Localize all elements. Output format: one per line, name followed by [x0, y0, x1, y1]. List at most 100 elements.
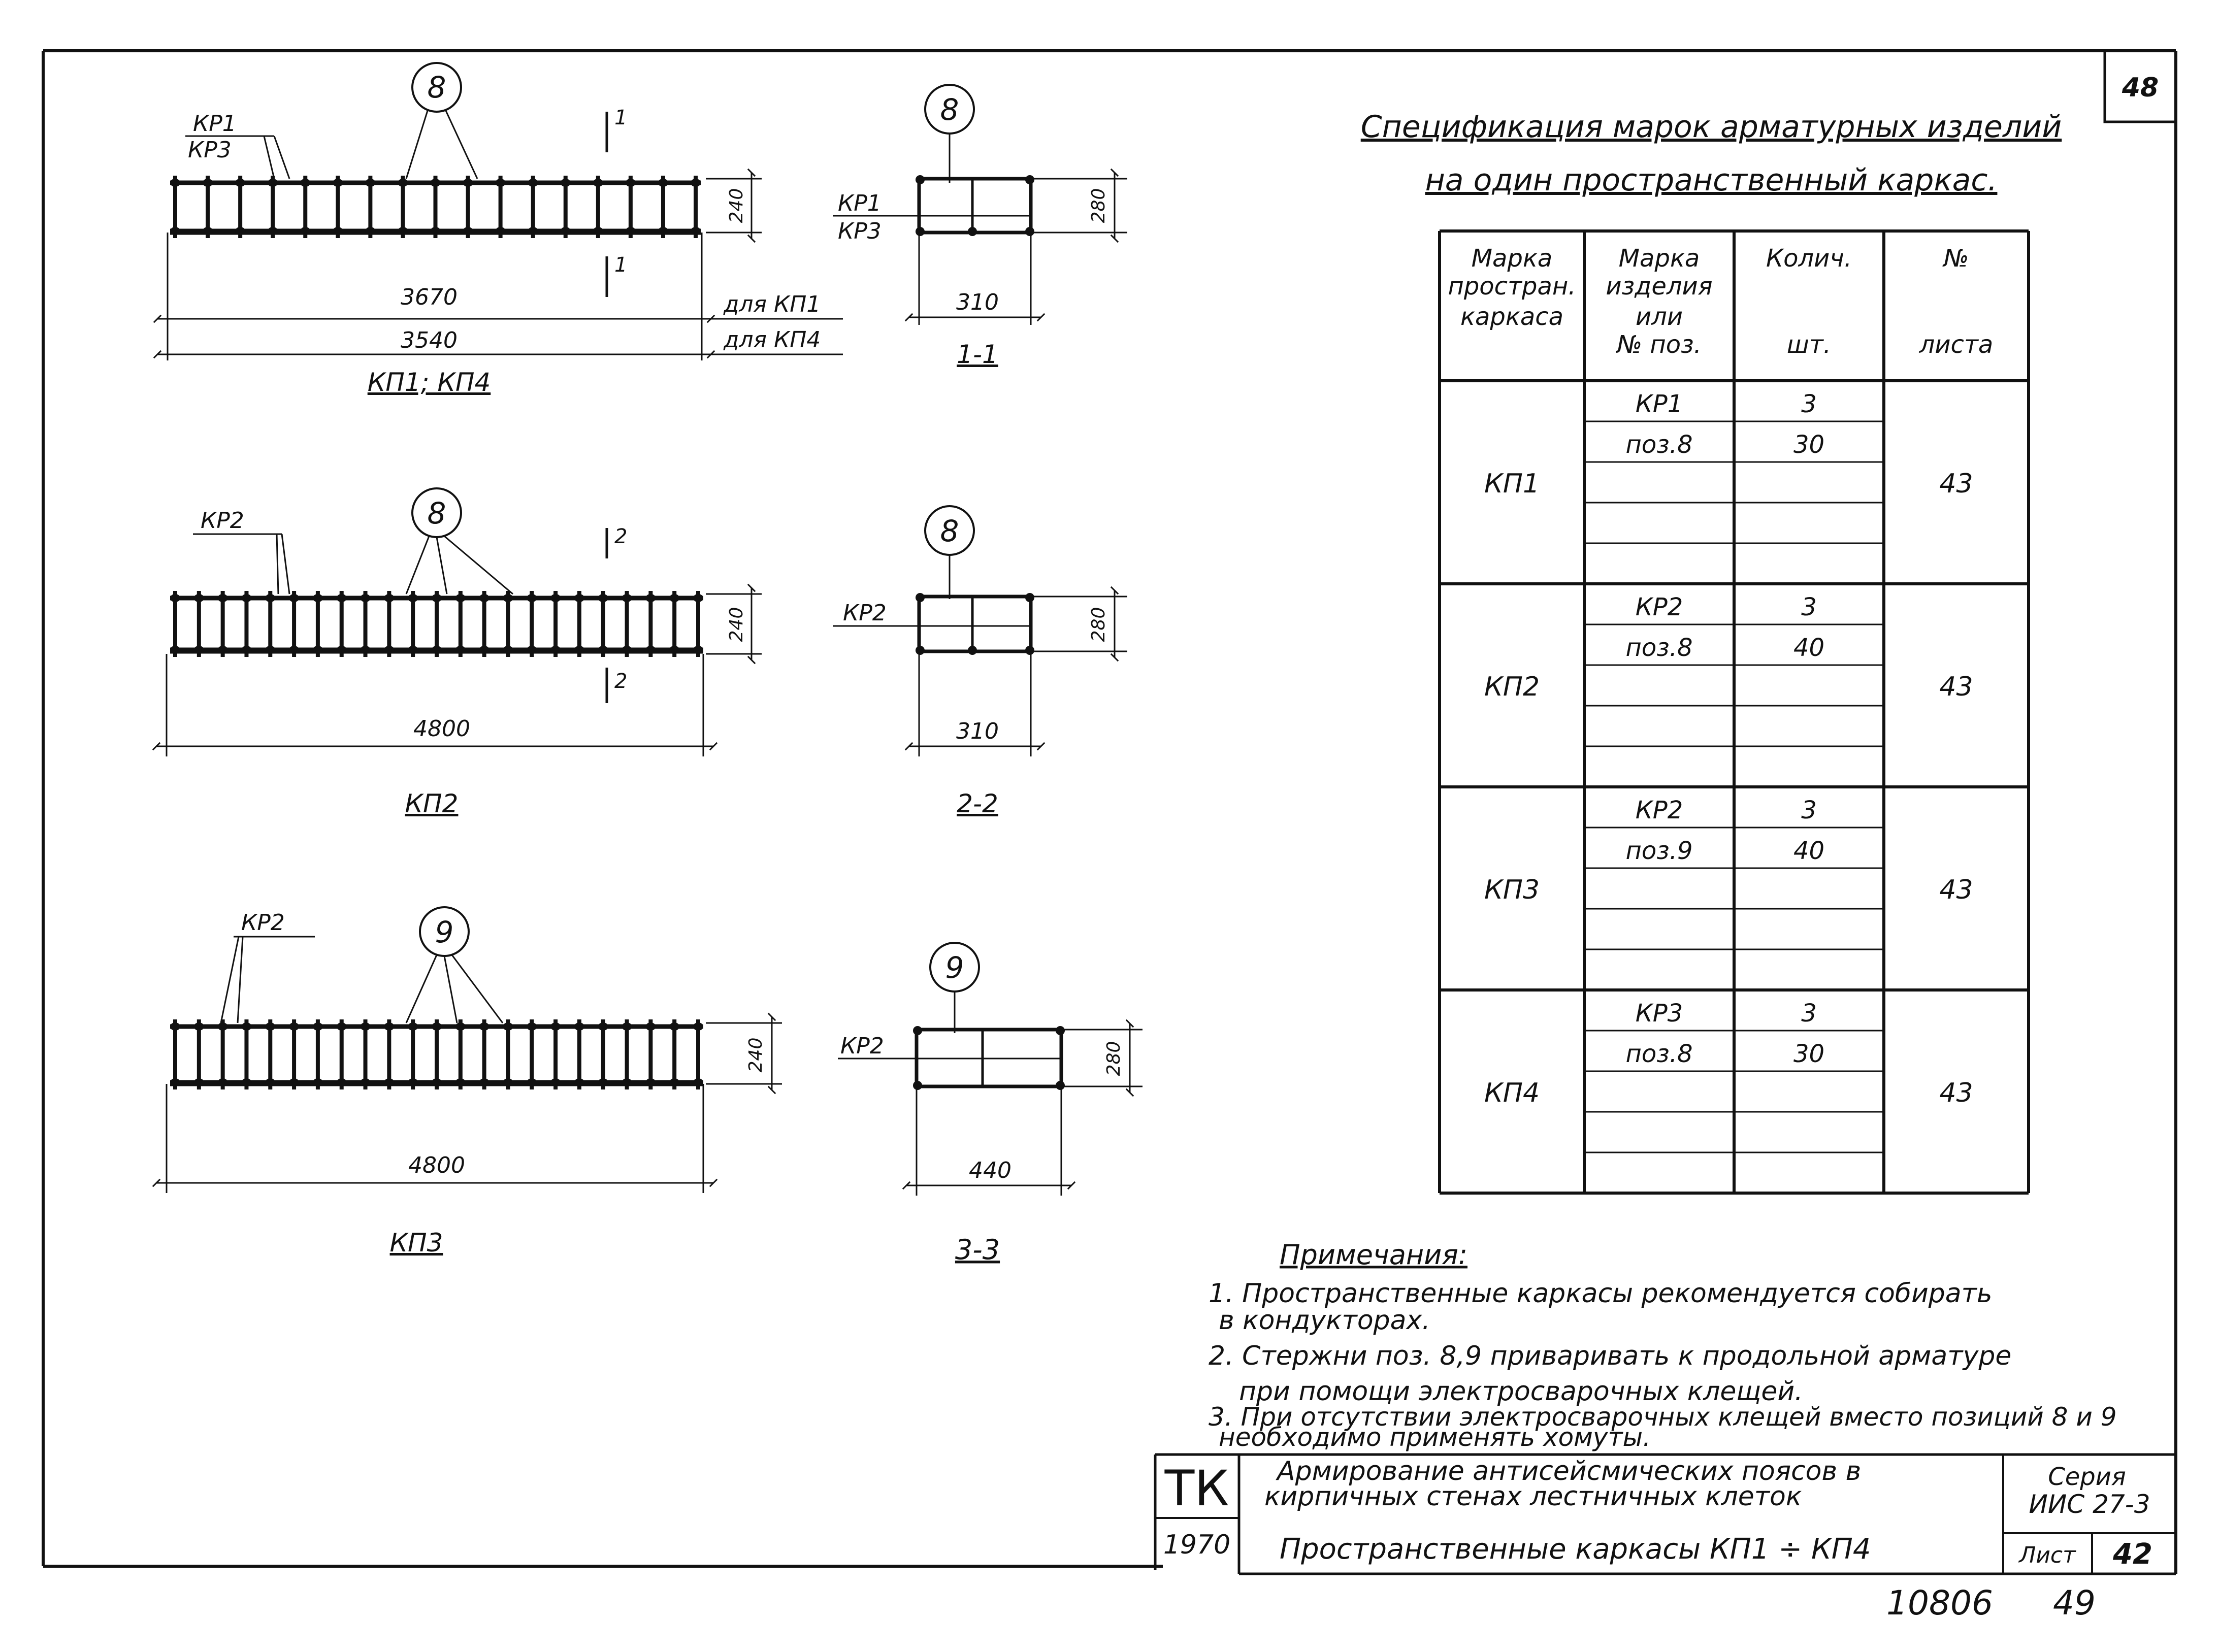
spec-header-text: № — [1942, 244, 1969, 273]
view-kp3: 9 КР2 240 4800 КП3 — [152, 906, 782, 1258]
spec-sheet-number: 43 — [1939, 672, 1973, 702]
spec-header-text: листа — [1919, 331, 1994, 359]
spec-section: Спецификация марок арматурных изделий на… — [1361, 109, 2062, 1195]
note-3-line-1: 3. При отсутствии электросварочных клеще… — [1209, 1402, 2117, 1432]
kp2-cut-label-bottom: 2 — [614, 670, 627, 693]
bottom-archive-number: 10806 — [1886, 1583, 1993, 1623]
spec-header-text: шт. — [1787, 331, 1831, 359]
kp2-cut-label-top: 2 — [614, 525, 627, 548]
sec1-label-top: КР1 — [838, 190, 882, 216]
kp1-length-1: 3670 — [401, 284, 458, 310]
note-2-line-1: 2. Стержни поз. 8,9 приваривать к продол… — [1209, 1341, 2011, 1371]
note-1-line-2: в кондукторах. — [1219, 1305, 1430, 1336]
kp3-label: КР2 — [241, 910, 285, 936]
spec-header-text: изделия — [1606, 272, 1712, 301]
sec3-label: КР2 — [840, 1033, 884, 1059]
note-2-line-2: при помощи электросварочных клещей. — [1239, 1376, 1803, 1407]
view-section-1-1: 8 КР1 КР3 280 310 1-1 — [833, 84, 1127, 369]
spec-item-qty: 40 — [1793, 634, 1824, 662]
bottom-page-number: 49 — [2053, 1583, 2096, 1623]
kp1-marker-circle — [411, 62, 462, 113]
spec-title-line-1: Спецификация марок арматурных изделий — [1361, 109, 2062, 145]
sec2-width-dim: 310 — [956, 718, 999, 744]
notes: Примечания: 1. Пространственные каркасы … — [1209, 1239, 2117, 1452]
sheet-label: Лист — [2018, 1542, 2076, 1568]
kp1-marker: 8 — [428, 70, 446, 105]
spec-header-text: Марка — [1619, 244, 1700, 273]
kp1-height-dim: 240 — [726, 188, 747, 223]
spec-sheet-number: 43 — [1939, 875, 1973, 905]
title-org: ТК — [1164, 1460, 1229, 1517]
note-1-line-1: 1. Пространственные каркасы рекомендуетс… — [1209, 1278, 1993, 1309]
spec-item-name: КР2 — [1636, 593, 1683, 621]
spec-item-name: поз.9 — [1625, 837, 1692, 865]
title-line-2: кирпичных стенах лестничных клеток — [1264, 1481, 1802, 1512]
kp2-bar-group — [170, 591, 703, 657]
title-line-1: Армирование антисейсмических поясов в — [1276, 1456, 1861, 1486]
title-subtitle: Пространственные каркасы КП1 ÷ КП4 — [1280, 1533, 1871, 1566]
kp3-length: 4800 — [408, 1152, 465, 1178]
kp1-cut-label-bottom: 1 — [614, 253, 627, 277]
view-kp1: 8 КР1 КР3 1 1 240 3670 для КП1 3540 для … — [153, 62, 843, 397]
title-year: 1970 — [1163, 1530, 1230, 1560]
kp2-height-dim: 240 — [726, 607, 747, 642]
spec-item-qty: 3 — [1801, 999, 1817, 1028]
note-3-line-2: необходимо применять хомуты. — [1219, 1423, 1651, 1452]
spec-header-text: Колич. — [1766, 244, 1852, 273]
spec-frame-mark: КП2 — [1484, 672, 1540, 702]
spec-sheet-number: 43 — [1939, 469, 1973, 499]
spec-item-name: КР1 — [1636, 390, 1683, 418]
spec-frame-mark: КП1 — [1484, 469, 1540, 499]
sec2-caption: 2-2 — [957, 789, 998, 818]
spec-item-qty: 3 — [1801, 593, 1817, 621]
sheet-value: 42 — [2112, 1538, 2152, 1571]
kp3-bar-group — [170, 1019, 703, 1089]
spec-item-name: поз.8 — [1625, 431, 1692, 459]
sec1-marker: 8 — [940, 92, 959, 127]
spec-item-name: КР2 — [1636, 796, 1683, 824]
spec-item-qty: 30 — [1793, 431, 1824, 459]
view-section-3-3: 9 КР2 280 440 3-3 — [838, 942, 1143, 1266]
view-kp2: 8 КР2 2 2 240 4800 КП2 — [152, 487, 762, 818]
kp1-cut-label-top: 1 — [614, 106, 627, 129]
sec2-label: КР2 — [843, 600, 887, 626]
spec-title-line-2: на один пространственный каркас. — [1425, 162, 1998, 198]
kp1-length-2-note: для КП4 — [723, 327, 821, 353]
kp3-marker: 9 — [435, 915, 454, 949]
sec1-caption: 1-1 — [957, 340, 998, 369]
kp1-length-2: 3540 — [401, 327, 458, 353]
kp3-height-dim: 240 — [745, 1038, 766, 1073]
spec-item-qty: 3 — [1801, 390, 1817, 418]
spec-header-text: простран. — [1448, 272, 1576, 301]
kp2-marker: 8 — [428, 496, 446, 531]
spec-item-name: поз.8 — [1625, 1040, 1692, 1068]
kp1-bar-group — [170, 176, 701, 238]
corner-number-box: 48 — [2103, 51, 2176, 123]
view-section-2-2: 8 КР2 280 310 2-2 — [833, 505, 1127, 818]
spec-item-qty: 30 — [1793, 1040, 1824, 1068]
spec-header-text: № поз. — [1615, 331, 1702, 359]
sec3-marker: 9 — [945, 950, 964, 985]
sheet-frame — [42, 49, 2177, 1574]
sec1-label-bottom: КР3 — [838, 218, 882, 244]
kp2-length: 4800 — [413, 716, 470, 742]
spec-header-text: каркаса — [1460, 303, 1563, 331]
spec-frame-mark: КП3 — [1484, 875, 1540, 905]
kp2-label: КР2 — [201, 508, 244, 534]
series-value: ИИС 27-3 — [2029, 1490, 2150, 1519]
spec-item-name: поз.8 — [1625, 634, 1692, 662]
sec2-outline — [917, 594, 1033, 653]
spec-sheet-number: 43 — [1939, 1078, 1973, 1108]
sec2-marker: 8 — [940, 514, 959, 548]
title-block: ТК 1970 Армирование антисейсмических поя… — [1154, 1453, 2176, 1575]
sec3-width-dim: 440 — [969, 1158, 1011, 1183]
notes-title: Примечания: — [1280, 1239, 1467, 1271]
kp1-caption: КП1; КП4 — [368, 368, 491, 397]
corner-number: 48 — [2122, 73, 2159, 103]
spec-item-name: КР3 — [1636, 999, 1683, 1028]
kp3-caption: КП3 — [390, 1228, 443, 1258]
sec2-height-dim: 280 — [1088, 607, 1109, 642]
